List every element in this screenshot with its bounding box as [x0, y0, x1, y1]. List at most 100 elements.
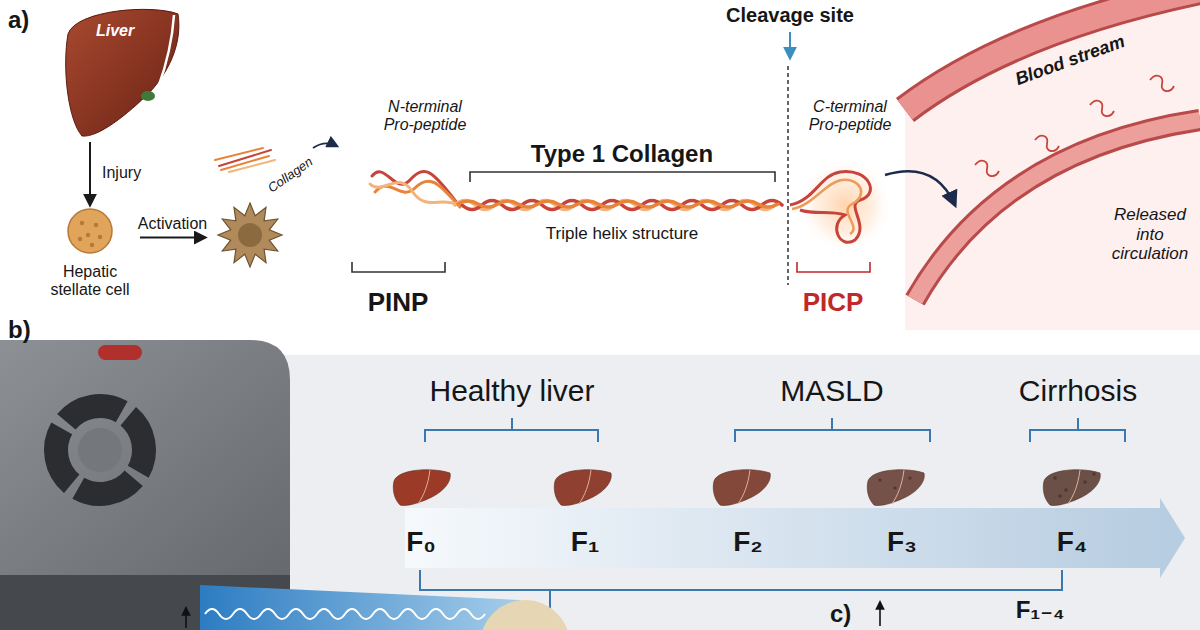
- blood-vessel: [975, 76, 1174, 176]
- liver-texture: [418, 470, 430, 504]
- cell-texture: [78, 237, 82, 241]
- blood-vessel: [885, 171, 955, 205]
- liver-texture: [579, 470, 591, 504]
- part-name: N-terminal Pro-peptide: [375, 98, 475, 135]
- reader-device: [0, 340, 290, 630]
- blood-vessel: [905, 0, 1200, 110]
- liver-texture: [1092, 472, 1096, 476]
- liver-texture: [738, 470, 750, 504]
- blood-vessel: [1150, 76, 1174, 91]
- liver-shape: [66, 9, 179, 136]
- n-terminal-propeptide: [370, 171, 460, 207]
- liver-stage-icon: [554, 470, 611, 506]
- liver-stage-icon: [393, 470, 1100, 506]
- cell-texture: [86, 233, 90, 237]
- gallbladder: [141, 91, 155, 101]
- organ-label: Liver: [96, 22, 134, 40]
- liver-texture: [893, 486, 896, 489]
- liver-stage-icon: [1043, 470, 1100, 506]
- fibrosis-stage: F₃: [887, 526, 917, 558]
- c-terminal-propeptide: [790, 157, 893, 253]
- activated-cell-shape: [218, 203, 282, 267]
- cell-texture: [94, 223, 98, 227]
- liver-stage-icon: [713, 470, 770, 506]
- vessel-name: Blood stream: [1012, 31, 1127, 90]
- secretion-arrow: [313, 143, 337, 148]
- c-terminal-propeptide: [790, 172, 870, 243]
- cleavage-marker: [789, 32, 791, 58]
- reader-device: [0, 340, 290, 575]
- pointer-arrow: [185, 608, 187, 628]
- cleavage-marker: [787, 66, 789, 285]
- bracket: [470, 172, 775, 182]
- liver-stage-icon: [867, 470, 924, 506]
- marker-name: PINP: [368, 288, 429, 318]
- reader-device: [38, 388, 162, 512]
- fibrosis-stage: F₁: [571, 526, 600, 558]
- liver-organ: Liver: [62, 4, 182, 142]
- part-name: Cleavage site: [726, 4, 854, 27]
- stage-bracket: [420, 418, 1125, 630]
- panel-letter: c): [830, 600, 851, 628]
- bracket: [797, 262, 870, 272]
- blood-vessel: [905, 0, 1200, 110]
- cell-texture: [90, 243, 94, 247]
- activated-stellate-cell: Collagen: [205, 140, 325, 270]
- stage-bracket: [1030, 418, 1125, 442]
- part-name: Type 1 Collagen: [531, 140, 713, 168]
- panel-letter: b): [8, 316, 31, 344]
- cell-texture: [98, 235, 102, 239]
- stage-heading: Cirrhosis: [1019, 374, 1137, 409]
- liver-texture: [1068, 470, 1080, 504]
- stage-arrow: [1160, 498, 1185, 578]
- triple-helix: [455, 201, 782, 210]
- collagen-fiber: [215, 148, 263, 160]
- reader-device: [78, 428, 122, 472]
- fibrosis-stage: F₂: [733, 526, 763, 558]
- stage-bracket: [425, 418, 598, 442]
- blood-vessel: [1035, 136, 1059, 151]
- stage-bracket: [735, 418, 930, 442]
- note: Released into circulation: [1105, 205, 1195, 264]
- fibrosis-stage: F₀: [406, 526, 436, 558]
- connector-arrow: [89, 142, 91, 205]
- marker-name: PICP: [803, 288, 864, 318]
- blood-vessel: [915, 120, 1200, 300]
- stage-arrow: [405, 508, 1162, 568]
- n-terminal-propeptide: [370, 182, 458, 205]
- liver-texture: [878, 478, 881, 481]
- pointer-arrow: [186, 602, 880, 628]
- liver-texture: [418, 470, 1096, 504]
- stage-heading: Healthy liver: [429, 374, 594, 409]
- blood-vessel: [885, 0, 1200, 330]
- pointer-arrow: [879, 602, 881, 626]
- edge-label: Activation: [138, 215, 207, 233]
- blood-vessel: [915, 120, 1200, 300]
- reader-device: [98, 345, 142, 360]
- fibrosis-stage: F₁₋₄: [1016, 596, 1065, 624]
- liver-texture: [892, 470, 904, 504]
- signal-beam: [200, 585, 570, 630]
- liver-stage-icon: [393, 470, 450, 506]
- signal-beam: [205, 609, 485, 619]
- liver-texture: [1058, 494, 1062, 498]
- blood-vessel: [905, 0, 1200, 330]
- cell-label: Hepatic stellate cell: [40, 263, 140, 300]
- stellate-cell: Hepatic stellate cell: [40, 205, 140, 300]
- cell-shape: [40, 205, 140, 257]
- cleavage-marker: [788, 32, 790, 285]
- part-name: Triple helix structure: [546, 224, 698, 244]
- triple-helix: [458, 201, 778, 207]
- connector-arrow: [140, 237, 205, 239]
- collagen-fiber: [229, 160, 275, 172]
- bracket: [352, 172, 870, 272]
- panel-letter: a): [8, 6, 29, 34]
- liver-texture: [1083, 480, 1087, 484]
- signal-beam: [480, 600, 570, 630]
- c-terminal-propeptide: [792, 180, 861, 234]
- stage-arrow: [405, 498, 1185, 578]
